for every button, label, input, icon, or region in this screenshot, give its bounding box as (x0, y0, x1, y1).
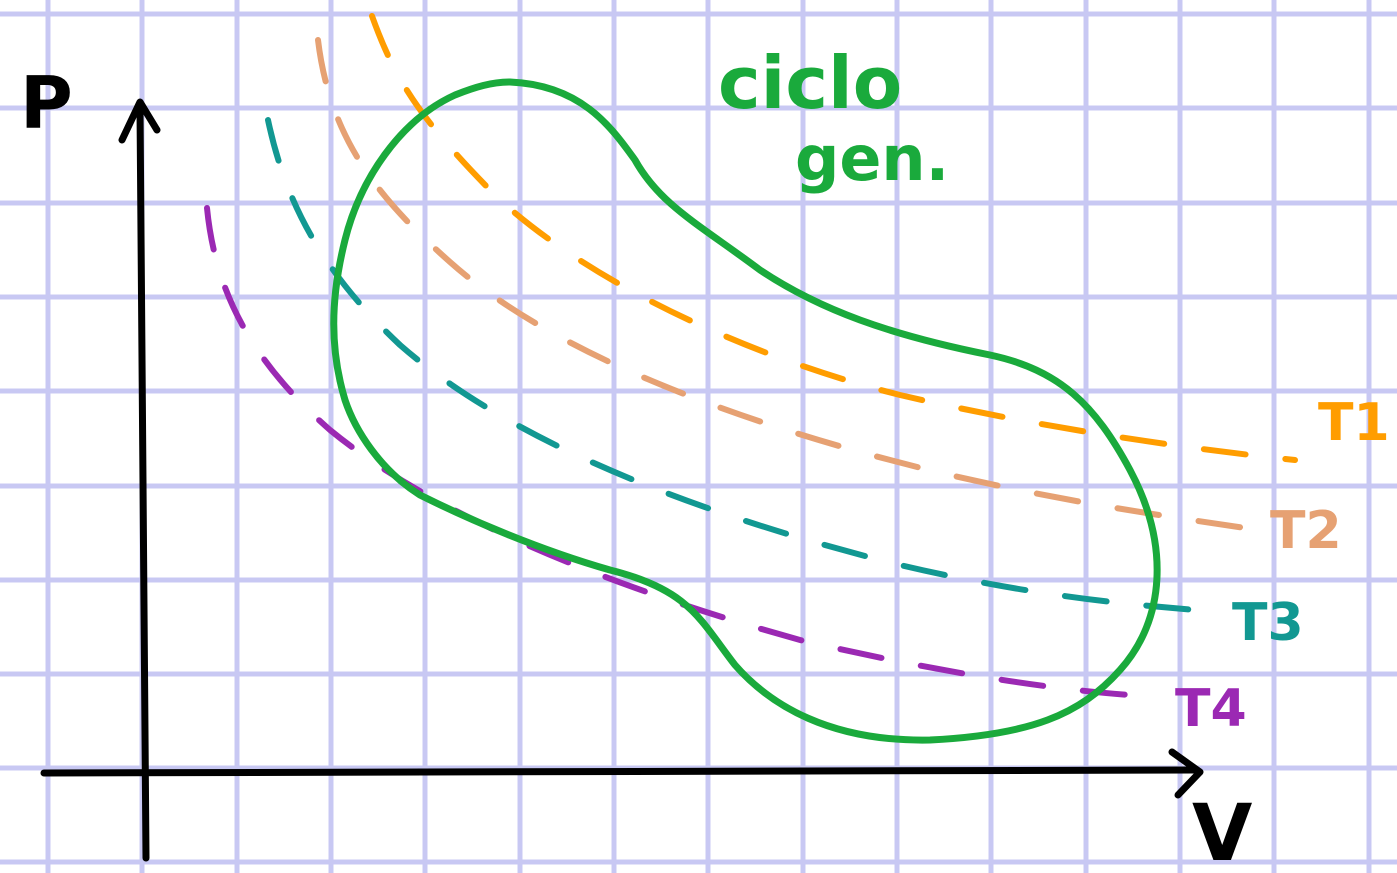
isotherm-label-t3: T3 (1232, 593, 1304, 653)
x-axis-arrowhead (1168, 748, 1204, 799)
cycle-label-line1: ciclo (718, 41, 902, 125)
isotherm-label-t2: T2 (1270, 501, 1342, 561)
x-axis-label: V (1192, 789, 1252, 873)
axes (40, 98, 1204, 862)
isotherm-label-t1: T1 (1318, 393, 1390, 453)
isotherm-t1 (369, 13, 1298, 463)
general-cycle-loop (330, 78, 1161, 744)
y-axis-label: P (20, 61, 73, 145)
isotherm-curves (204, 13, 1298, 698)
x-axis-line (40, 766, 1199, 777)
y-axis-line (136, 104, 150, 862)
y-axis-arrowhead (118, 98, 161, 144)
isotherm-t4 (204, 205, 1133, 698)
isotherm-label-t4: T4 (1175, 679, 1247, 739)
isotherm-t2 (315, 37, 1248, 531)
isotherm-t3 (265, 117, 1198, 613)
cycle-label-line2: gen. (795, 122, 949, 195)
